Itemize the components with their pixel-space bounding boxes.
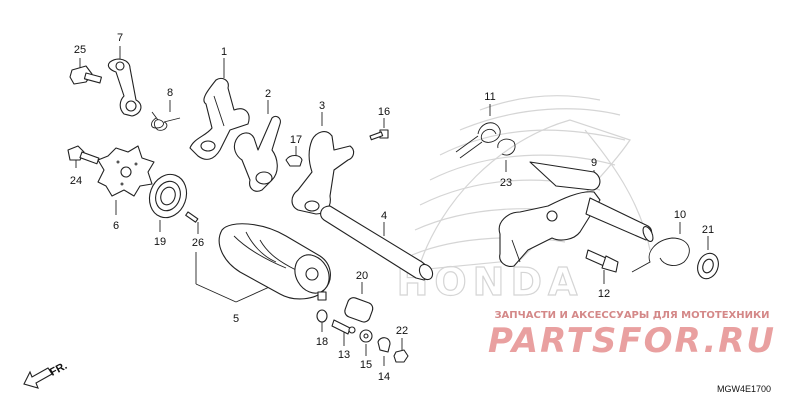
callout-3: 3 bbox=[319, 100, 325, 112]
callout-22: 22 bbox=[396, 325, 408, 337]
callout-21: 21 bbox=[702, 224, 714, 236]
part-2-shift-fork bbox=[233, 100, 281, 192]
part-20-collar bbox=[344, 282, 374, 323]
callout-8: 8 bbox=[167, 87, 173, 99]
callout-23: 23 bbox=[500, 177, 512, 189]
part-15-washer bbox=[359, 329, 373, 356]
part-16-bolt bbox=[369, 118, 389, 141]
part-10-spring bbox=[631, 222, 690, 273]
callout-1: 1 bbox=[221, 46, 227, 58]
front-label: FR. bbox=[48, 360, 69, 379]
callout-4: 4 bbox=[381, 210, 387, 222]
part-1-shift-fork bbox=[189, 58, 250, 160]
part-23-circlip bbox=[497, 138, 516, 172]
diagram-code: MGW4E1700 bbox=[717, 384, 771, 394]
callout-5: 5 bbox=[233, 313, 239, 325]
callout-14: 14 bbox=[378, 371, 390, 383]
part-6-shift-drum-center-plate bbox=[97, 145, 155, 215]
part-21-oil-seal bbox=[697, 236, 719, 280]
part-11-return-spring bbox=[455, 104, 501, 159]
part-24-bolt bbox=[67, 145, 100, 168]
part-13-neutral-switch bbox=[331, 319, 356, 346]
front-arrow-icon bbox=[23, 367, 53, 389]
part-25-flange-bolt bbox=[69, 58, 103, 85]
callout-11: 11 bbox=[484, 91, 495, 103]
part-7-stopper-arm bbox=[107, 46, 142, 117]
callout-2: 2 bbox=[265, 88, 271, 100]
callout-18: 18 bbox=[316, 336, 328, 348]
part-19-bearing bbox=[148, 173, 188, 232]
front-direction-indicator: FR. bbox=[23, 360, 69, 389]
part-22-nut bbox=[393, 338, 409, 363]
callout-6: 6 bbox=[113, 220, 119, 232]
callout-17: 17 bbox=[290, 134, 302, 146]
callout-13: 13 bbox=[338, 349, 350, 361]
part-14-clip bbox=[377, 337, 391, 366]
watermark-logo-text: PARTSFOR.RU bbox=[488, 321, 776, 361]
part-17-clip bbox=[285, 146, 303, 167]
callout-24: 24 bbox=[70, 175, 82, 187]
part-12-bolt bbox=[585, 249, 619, 284]
callout-7: 7 bbox=[117, 32, 123, 44]
callout-10: 10 bbox=[674, 209, 686, 221]
callout-19: 19 bbox=[154, 236, 166, 248]
callout-25: 25 bbox=[74, 44, 86, 56]
callout-16: 16 bbox=[378, 106, 390, 118]
watermark-caption: ЗАПЧАСТИ И АКСЕССУАРЫ ДЛЯ МОТОТЕХНИКИ bbox=[494, 310, 769, 321]
part-18-washer bbox=[316, 309, 328, 332]
part-9-gearshift-spindle bbox=[498, 161, 654, 267]
callout-9: 9 bbox=[591, 157, 597, 169]
callout-15: 15 bbox=[360, 359, 372, 371]
part-4-fork-shaft bbox=[320, 205, 434, 281]
callout-12: 12 bbox=[598, 288, 610, 300]
callout-labels: 25 7 8 24 6 19 26 1 2 17 3 16 4 5 20 18 … bbox=[70, 32, 714, 383]
part-3-shift-fork bbox=[291, 112, 355, 215]
part-26-dowel-pin bbox=[185, 211, 199, 234]
callout-26: 26 bbox=[192, 237, 204, 249]
callout-20: 20 bbox=[356, 270, 368, 282]
part-5-shift-drum bbox=[195, 223, 331, 303]
part-8-return-spring bbox=[151, 100, 181, 131]
